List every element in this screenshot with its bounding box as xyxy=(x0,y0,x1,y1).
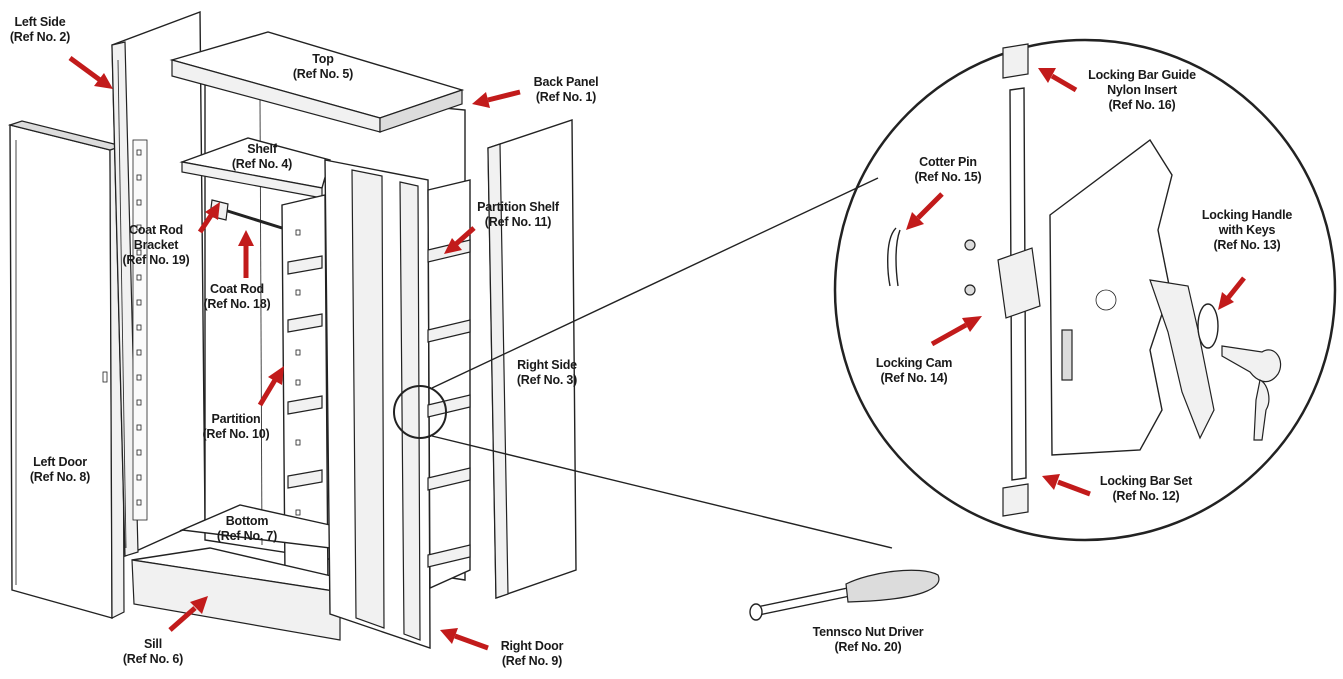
partition-drawing xyxy=(281,194,329,591)
left-door-drawing xyxy=(7,120,125,619)
arrow-locking-handle xyxy=(1218,276,1246,310)
left-side-drawing xyxy=(111,10,206,558)
top-drawing xyxy=(169,31,465,133)
partition-shelves-drawing xyxy=(427,179,471,590)
right-door-drawing xyxy=(324,159,431,649)
label-nut-driver: Tennsco Nut Driver(Ref No. 20) xyxy=(812,625,924,654)
label-left-door: Left Door(Ref No. 8) xyxy=(29,455,91,484)
label-sill: Sill(Ref No. 6) xyxy=(122,637,184,666)
arrow-partition-shelf xyxy=(444,226,476,254)
label-locking-cam: Locking Cam(Ref No. 14) xyxy=(875,356,953,385)
label-top: Top(Ref No. 5) xyxy=(292,52,354,81)
arrow-back-panel xyxy=(472,89,521,108)
label-locking-bar-set: Locking Bar Set(Ref No. 12) xyxy=(1099,474,1193,503)
detail-callout xyxy=(393,38,1337,549)
label-bottom: Bottom(Ref No. 7) xyxy=(216,514,278,543)
arrow-left-side xyxy=(68,55,113,89)
arrow-locking-bar-guide xyxy=(1038,68,1078,93)
label-right-side: Right Side(Ref No. 3) xyxy=(516,358,578,387)
arrow-right-door xyxy=(440,628,489,651)
label-partition-shelf: Partition Shelf(Ref No. 11) xyxy=(477,200,559,229)
arrow-partition xyxy=(257,366,284,407)
label-left-side: Left Side(Ref No. 2) xyxy=(9,15,71,44)
right-side-drawing xyxy=(487,119,577,599)
arrow-sill xyxy=(168,596,208,632)
label-shelf: Shelf(Ref No. 4) xyxy=(231,142,293,171)
arrow-coat-rod-bracket xyxy=(197,202,220,234)
arrow-locking-cam xyxy=(930,316,982,347)
label-cotter-pin: Cotter Pin(Ref No. 15) xyxy=(914,155,982,184)
nut-driver-drawing xyxy=(749,569,940,621)
callout-arrows xyxy=(68,55,1246,651)
arrow-locking-bar-set xyxy=(1042,474,1091,497)
lock-detail-drawing xyxy=(887,43,1282,517)
left-side-adjustment-holes xyxy=(136,149,142,506)
label-coat-rod: Coat Rod(Ref No. 18) xyxy=(203,282,271,311)
shelf-drawing xyxy=(179,137,331,199)
partition-holes xyxy=(295,229,301,516)
arrow-cotter-pin xyxy=(906,192,944,230)
label-partition: Partition(Ref No. 10) xyxy=(202,412,270,441)
label-right-door: Right Door(Ref No. 9) xyxy=(500,639,564,668)
arrow-coat-rod xyxy=(238,230,254,278)
label-back-panel: Back Panel(Ref No. 1) xyxy=(533,75,599,104)
